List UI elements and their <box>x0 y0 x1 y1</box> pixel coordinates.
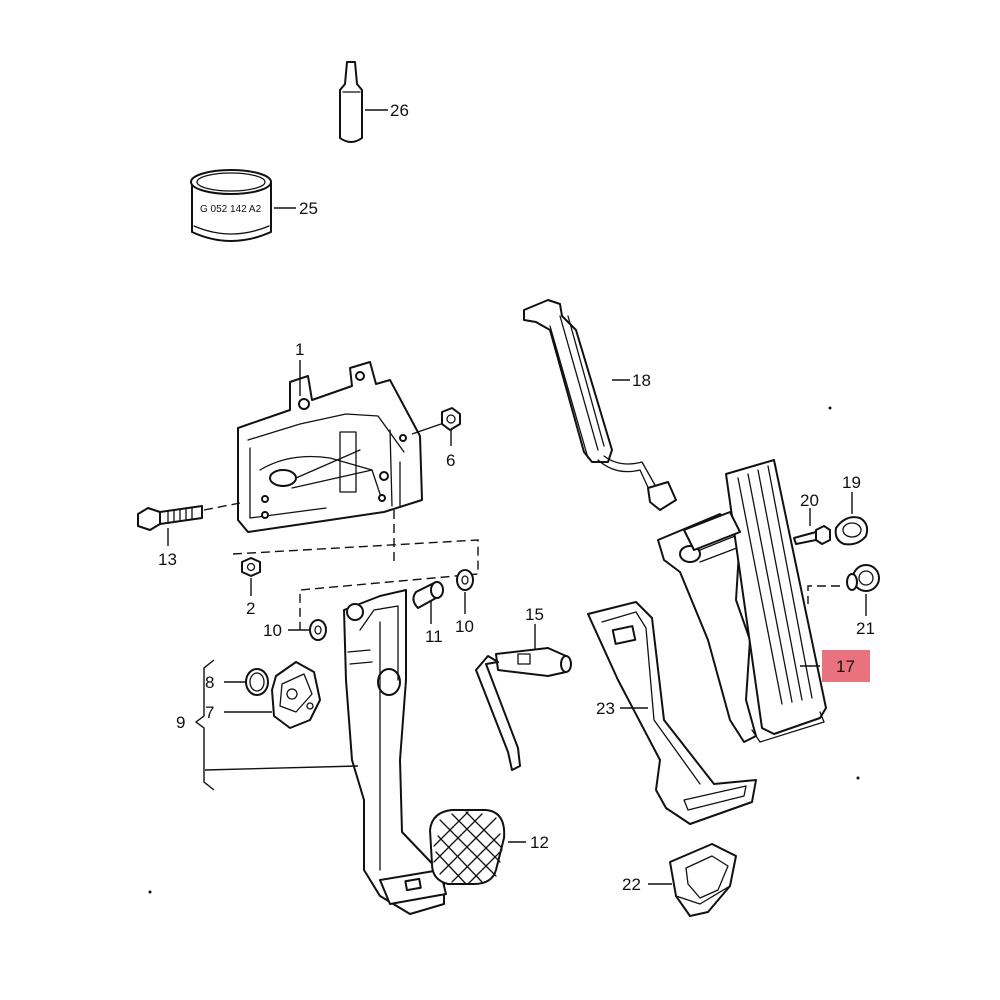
cap-19-part <box>834 492 869 546</box>
sleeve-ring-part: G 052 142 A2 <box>190 169 296 242</box>
callout-22: 22 <box>622 875 641 894</box>
callout-25: 25 <box>299 199 318 218</box>
bushing-10-right-part <box>456 569 474 614</box>
nut-2-part <box>241 557 261 596</box>
leader-9-lower <box>204 765 359 771</box>
footrest-23-part <box>587 601 757 825</box>
callout-11: 11 <box>425 627 443 646</box>
callout-9: 9 <box>176 713 185 732</box>
callout-12: 12 <box>530 833 549 852</box>
scan-dot <box>148 890 152 894</box>
callout-23: 23 <box>596 699 615 718</box>
callout-1: 1 <box>295 340 304 359</box>
callout-2: 2 <box>246 599 255 618</box>
bushing-11-part <box>412 581 444 624</box>
nut-6-part <box>411 407 461 446</box>
scan-dot <box>828 406 832 410</box>
callout-10-left: 10 <box>263 621 282 640</box>
sealant-tube-part <box>339 61 388 143</box>
scan-dot <box>856 776 860 780</box>
brace-9 <box>194 659 215 791</box>
bolt-13-part <box>137 502 241 546</box>
callout-6: 6 <box>446 451 455 470</box>
ring-marking-text: G 052 142 A2 <box>200 204 262 215</box>
clutch-pedal-arm-part <box>343 589 447 915</box>
sensor-18-part <box>523 299 677 511</box>
callout-20: 20 <box>800 491 819 510</box>
callout-26: 26 <box>390 101 409 120</box>
accelerator-pedal-17-part <box>657 459 827 743</box>
callout-17-highlight <box>822 650 870 682</box>
oring-8-part <box>224 668 269 696</box>
callout-18: 18 <box>632 371 651 390</box>
callout-8: 8 <box>205 673 214 692</box>
floor-bracket-22-part <box>648 843 737 917</box>
callout-19: 19 <box>842 473 861 492</box>
pedal-pad-12-part <box>429 809 526 885</box>
screw-20-part <box>793 508 831 545</box>
callout-21: 21 <box>856 619 875 638</box>
callout-labels: 26 25 1 6 13 2 10 11 10 15 8 7 9 12 18 1… <box>158 101 875 894</box>
knob-21-part <box>807 564 880 616</box>
callout-7: 7 <box>205 703 214 722</box>
pushrod-15-part <box>475 624 572 771</box>
switch-7-part <box>224 661 321 729</box>
pedal-bracket-part <box>237 360 423 533</box>
bushing-10-left-part <box>288 619 327 641</box>
callout-10-right: 10 <box>455 617 474 636</box>
callout-13: 13 <box>158 550 177 569</box>
callout-15: 15 <box>525 605 544 624</box>
callout-17: 17 <box>836 657 855 676</box>
